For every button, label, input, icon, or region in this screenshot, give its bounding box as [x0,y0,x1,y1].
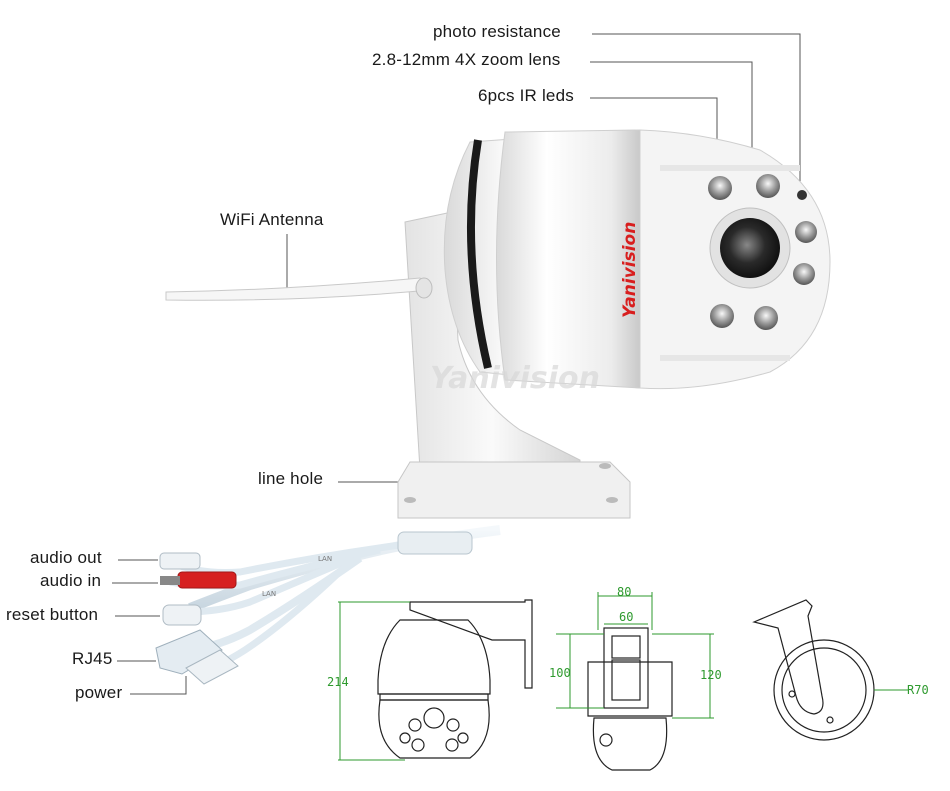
ir-led [795,221,817,243]
dimension-lines-side [338,601,410,761]
audio-out-plug [159,552,201,570]
ir-led [710,304,734,328]
leader-power [130,676,187,695]
dimension-right-height-label: 120 [700,668,722,682]
label-ir-leds: 6pcs IR leds [478,86,574,105]
ir-led [793,263,815,285]
label-power: power [75,683,123,702]
dimension-radius-label: R70 [907,683,929,697]
dimension-height-label: 214 [327,675,349,689]
dimension-left-height-label: 100 [549,666,571,680]
ir-led [756,174,780,198]
label-audio-in: audio in [40,571,102,590]
wifi-antenna [165,277,433,301]
brand-watermark: Yanivision [430,361,600,396]
ir-led [708,176,732,200]
label-audio-out: audio out [30,548,102,567]
dimension-lines-front [556,592,714,719]
label-photo-resistance: photo resistance [433,22,561,41]
label-zoom-lens: 2.8-12mm 4X zoom lens [372,50,561,69]
brand-logo: Yanivision [620,222,640,318]
reset-button-part [162,604,202,626]
label-wifi-antenna: WiFi Antenna [220,210,324,229]
mount-screw-hole [599,463,611,469]
cable-harness: LAN LAN [155,525,501,685]
ptz-camera-body [443,129,831,390]
power-connector [185,649,239,685]
dimension-top-width-label: 80 [617,585,631,599]
label-reset-button: reset button [6,605,99,624]
label-rj45: RJ45 [72,649,113,668]
mount-screw-hole [606,497,618,503]
mount-screw-hole [404,497,416,503]
cable-text-lan: LAN [318,555,332,563]
dimension-inner-width-label: 60 [619,610,633,624]
leader-photo-resistance [592,33,801,192]
cable-text-lan: LAN [262,590,276,598]
ir-led [754,306,778,330]
cable-ferrite [397,531,473,555]
dimension-drawing-front [587,627,673,771]
dimension-drawing-circle [752,599,875,741]
audio-in-plug [177,571,237,589]
label-line-hole: line hole [258,469,324,488]
dimension-drawing-side [377,599,533,759]
photo-resistance-sensor [797,190,807,200]
